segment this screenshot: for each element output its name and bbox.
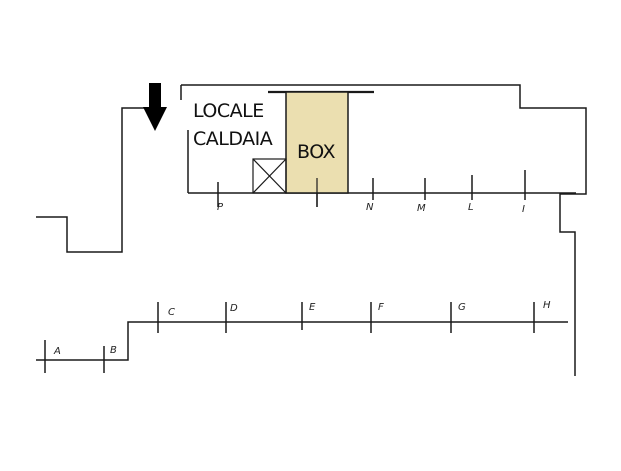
outer-wall-top (181, 84, 587, 376)
shaft-crossed-box (252, 158, 287, 194)
marker-b: B (110, 345, 117, 356)
marker-f: F (378, 302, 384, 313)
outer-wall-left (36, 107, 153, 253)
lower-corridor-line (36, 321, 568, 361)
box-label: BOX (297, 141, 335, 163)
marker-l: L (468, 202, 474, 213)
marker-a: A (54, 346, 61, 357)
locale-caldaia-line1: LOCALE (193, 100, 264, 122)
marker-h: H (543, 300, 551, 311)
locale-caldaia-label: LOCALE CALDAIA (193, 99, 273, 151)
marker-c: C (168, 307, 175, 318)
marker-g: G (458, 302, 466, 313)
arrow-down-icon (143, 83, 167, 131)
marker-i: I (522, 204, 525, 215)
marker-p: P (217, 202, 224, 213)
marker-e: E (309, 302, 316, 313)
locale-caldaia-line2: CALDAIA (193, 128, 273, 150)
marker-m: M (417, 203, 426, 214)
box-room (285, 91, 349, 194)
marker-d: D (230, 303, 238, 314)
marker-n: N (366, 202, 374, 213)
